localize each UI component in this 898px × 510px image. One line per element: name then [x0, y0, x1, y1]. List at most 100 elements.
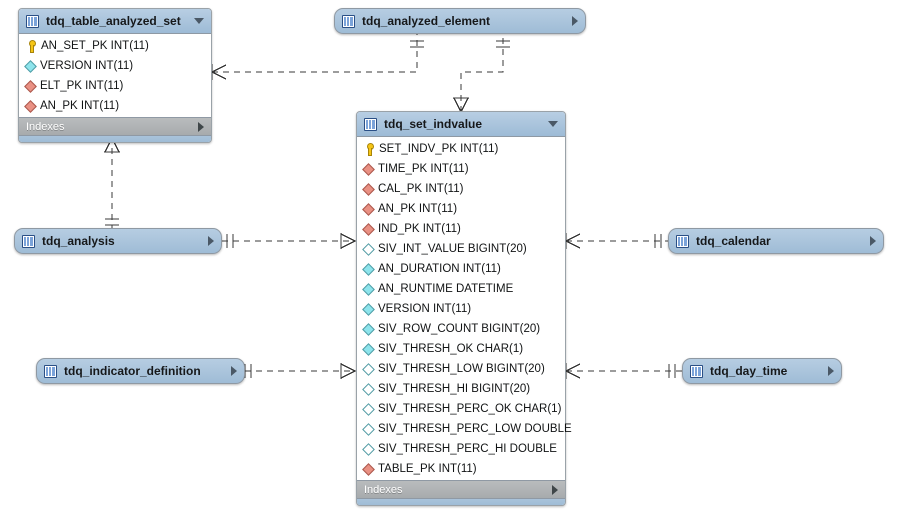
column-row[interactable]: VERSION INT(11)	[357, 299, 565, 319]
key-icon	[363, 143, 375, 156]
column-row[interactable]: SIV_THRESH_LOW BIGINT(20)	[357, 359, 565, 379]
hollow-diamond-icon	[362, 362, 375, 376]
table-tdq-table-analyzed-set[interactable]: tdq_table_analyzed_set AN_SET_PK INT(11)…	[18, 8, 212, 143]
indexes-label: Indexes	[364, 483, 403, 496]
red-diamond-icon	[362, 162, 375, 176]
table-footer	[19, 135, 211, 142]
column-label: SIV_ROW_COUNT BIGINT(20)	[378, 323, 541, 335]
table-tdq-set-indvalue[interactable]: tdq_set_indvalue SET_INDV_PK INT(11) TIM…	[356, 111, 572, 506]
red-diamond-icon	[362, 462, 375, 476]
column-row[interactable]: IND_PK INT(11)	[357, 219, 565, 239]
column-label: SIV_THRESH_PERC_HI DOUBLE	[378, 443, 557, 455]
column-label: AN_SET_PK INT(11)	[41, 40, 149, 52]
column-row[interactable]: AN_RUNTIME DATETIME	[357, 279, 565, 299]
table-title: tdq_calendar	[696, 234, 771, 248]
column-row[interactable]: SIV_THRESH_OK CHAR(1)	[357, 339, 565, 359]
indexes-section[interactable]: Indexes	[19, 117, 211, 135]
key-icon	[25, 40, 37, 53]
relationship-tas-analyzed-element	[210, 32, 424, 80]
hollow-diamond-icon	[362, 242, 375, 256]
table-title: tdq_table_analyzed_set	[46, 14, 181, 28]
relationship-indicatordef-setindvalue	[244, 363, 357, 379]
caret-right-icon[interactable]	[828, 366, 834, 376]
table-icon	[364, 117, 377, 131]
table-header[interactable]: tdq_set_indvalue	[357, 112, 565, 137]
column-row[interactable]: SIV_THRESH_PERC_LOW DOUBLE	[357, 419, 572, 439]
column-row[interactable]: AN_SET_PK INT(11)	[19, 36, 211, 56]
column-label: AN_DURATION INT(11)	[378, 263, 501, 275]
column-row[interactable]: SIV_THRESH_PERC_HI DOUBLE	[357, 439, 565, 459]
column-list: AN_SET_PK INT(11) VERSION INT(11) ELT_PK…	[19, 34, 211, 117]
column-row[interactable]: AN_PK INT(11)	[357, 199, 565, 219]
column-label: VERSION INT(11)	[40, 60, 134, 72]
caret-down-icon[interactable]	[194, 18, 204, 24]
cyan-diamond-icon	[24, 59, 37, 73]
table-title: tdq_analyzed_element	[362, 14, 491, 28]
column-label: TABLE_PK INT(11)	[378, 463, 477, 475]
column-row[interactable]: SET_INDV_PK INT(11)	[357, 139, 565, 159]
column-label: SIV_THRESH_PERC_LOW DOUBLE	[378, 423, 572, 435]
caret-down-icon[interactable]	[548, 121, 558, 127]
red-diamond-icon	[24, 79, 37, 93]
table-icon	[676, 234, 689, 248]
indexes-section[interactable]: Indexes	[357, 480, 565, 498]
caret-right-icon[interactable]	[552, 484, 558, 495]
table-tdq-calendar[interactable]: tdq_calendar	[668, 228, 884, 254]
column-row[interactable]: ELT_PK INT(11)	[19, 76, 211, 96]
column-row[interactable]: VERSION INT(11)	[19, 56, 211, 76]
relationship-setindvalue-daytime	[564, 363, 682, 379]
column-label: VERSION INT(11)	[378, 303, 472, 315]
caret-right-icon[interactable]	[870, 236, 876, 246]
column-label: AN_PK INT(11)	[40, 100, 120, 112]
column-row[interactable]: TIME_PK INT(11)	[357, 159, 565, 179]
column-row[interactable]: TABLE_PK INT(11)	[357, 459, 565, 479]
column-label: ELT_PK INT(11)	[40, 80, 124, 92]
table-tdq-day-time[interactable]: tdq_day_time	[682, 358, 842, 384]
caret-right-icon[interactable]	[572, 16, 578, 26]
hollow-diamond-icon	[362, 382, 375, 396]
column-row[interactable]: SIV_THRESH_HI BIGINT(20)	[357, 379, 565, 399]
relationship-setindvalue-analyzed-element	[453, 32, 510, 114]
column-label: AN_PK INT(11)	[378, 203, 458, 215]
column-row[interactable]: CAL_PK INT(11)	[357, 179, 565, 199]
table-title: tdq_set_indvalue	[384, 117, 483, 131]
caret-right-icon[interactable]	[208, 236, 214, 246]
table-title: tdq_indicator_definition	[64, 364, 201, 378]
table-icon	[342, 14, 355, 28]
caret-right-icon[interactable]	[231, 366, 237, 376]
column-list: SET_INDV_PK INT(11) TIME_PK INT(11) CAL_…	[357, 137, 572, 480]
column-row[interactable]: AN_PK INT(11)	[19, 96, 211, 116]
column-row[interactable]: SIV_INT_VALUE BIGINT(20)	[357, 239, 565, 259]
hollow-diamond-icon	[362, 402, 375, 416]
column-row[interactable]: SIV_ROW_COUNT BIGINT(20)	[357, 319, 565, 339]
red-diamond-icon	[24, 99, 37, 113]
column-label: SIV_THRESH_OK CHAR(1)	[378, 343, 524, 355]
table-header[interactable]: tdq_table_analyzed_set	[19, 9, 211, 34]
column-label: SIV_THRESH_PERC_OK CHAR(1)	[378, 403, 562, 415]
cyan-diamond-icon	[362, 282, 375, 296]
column-row[interactable]: SIV_THRESH_PERC_OK CHAR(1)	[357, 399, 565, 419]
column-label: AN_RUNTIME DATETIME	[378, 283, 514, 295]
table-tdq-analysis[interactable]: tdq_analysis	[14, 228, 222, 254]
column-label: SIV_THRESH_HI BIGINT(20)	[378, 383, 531, 395]
table-icon	[26, 14, 39, 28]
relationship-analysis-setindvalue	[222, 233, 357, 249]
table-title: tdq_day_time	[710, 364, 788, 378]
table-icon	[690, 364, 703, 378]
red-diamond-icon	[362, 202, 375, 216]
caret-right-icon[interactable]	[198, 121, 204, 132]
table-footer	[357, 498, 565, 505]
cyan-diamond-icon	[362, 342, 375, 356]
relationship-setindvalue-calendar	[564, 233, 668, 249]
table-icon	[22, 234, 35, 248]
table-tdq-analyzed-element[interactable]: tdq_analyzed_element	[334, 8, 586, 34]
table-tdq-indicator-definition[interactable]: tdq_indicator_definition	[36, 358, 245, 384]
column-row[interactable]: AN_DURATION INT(11)	[357, 259, 565, 279]
column-label: SET_INDV_PK INT(11)	[379, 143, 499, 155]
red-diamond-icon	[362, 222, 375, 236]
table-icon	[44, 364, 57, 378]
relationship-tas-analysis	[104, 136, 120, 228]
column-label: SIV_THRESH_LOW BIGINT(20)	[378, 363, 545, 375]
indexes-label: Indexes	[26, 120, 65, 133]
